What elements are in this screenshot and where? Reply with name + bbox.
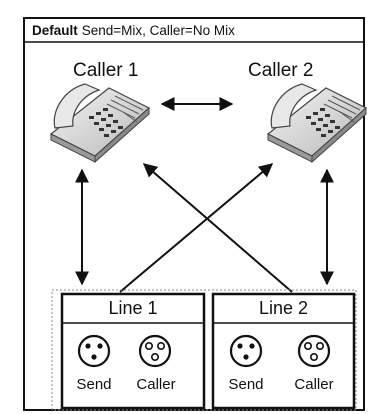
line-1-label: Line 1	[108, 298, 158, 318]
caller-2-label: Caller 2	[248, 60, 314, 81]
caller-1-phone-icon	[49, 83, 151, 164]
line-1-send-label: Send	[76, 376, 112, 393]
line-1-box	[60, 292, 206, 410]
caller-1-label: Caller 1	[73, 60, 139, 81]
line-2-send-label: Send	[228, 376, 264, 393]
header-bold-label: Default	[32, 22, 78, 38]
line-group-border	[51, 289, 357, 411]
line-2-caller-label: Caller	[294, 376, 334, 393]
line-2-caller-connector-icon	[297, 334, 331, 368]
caller-2-phone-icon	[266, 83, 368, 164]
line-2-send-connector-icon	[229, 334, 263, 368]
diagram-header: Default Send=Mix, Caller=No Mix	[24, 18, 364, 42]
line-1-send-connector-icon	[77, 334, 111, 368]
arrow-line2-to-caller1	[142, 163, 293, 293]
arrow-line1-to-caller2	[119, 163, 274, 293]
line-2-label: Line 2	[258, 298, 309, 318]
header-description: Send=Mix, Caller=No Mix	[81, 22, 235, 38]
line-1-caller-connector-icon	[138, 334, 172, 368]
line-1-caller-label: Caller	[136, 376, 176, 393]
